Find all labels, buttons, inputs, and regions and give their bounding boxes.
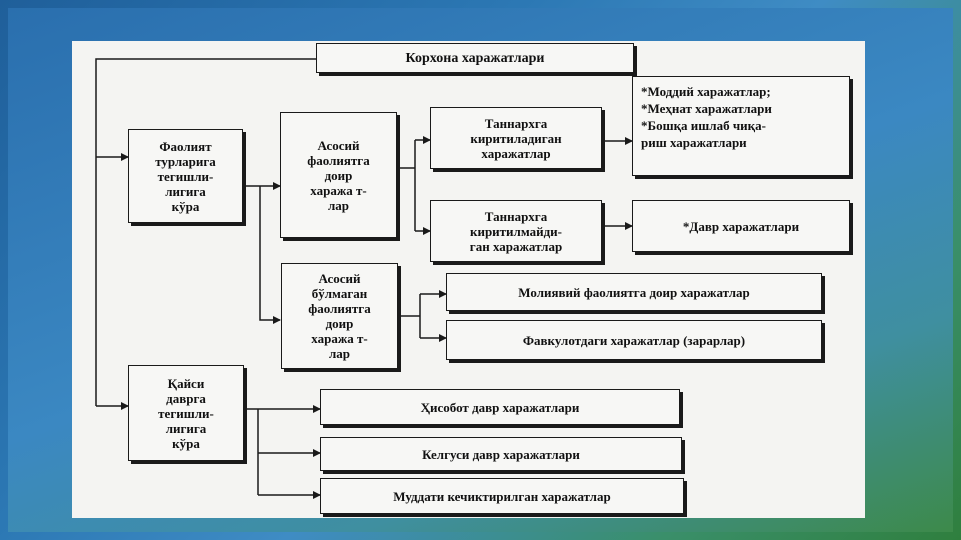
financial-activity-box: Молиявий фаолиятга доир харажатлар: [446, 273, 822, 311]
reporting-period-box: Ҳисобот давр харажатлари: [320, 389, 680, 425]
main-activity-box: Асосий фаолиятга доир хаража т- лар: [280, 112, 397, 238]
deferred-box: Муддати кечиктирилган харажатлар: [320, 478, 684, 514]
by-period-box: Қайси даврга тегишли- лигига кўра: [128, 365, 244, 461]
extraordinary-box: Фавкулотдаги харажатлар (зарарлар): [446, 320, 822, 360]
cost-items-box: *Моддий харажатлар; *Меҳнат харажатлари …: [632, 76, 850, 176]
by-activity-box: Фаолият турларига тегишли- лигига кўра: [128, 129, 243, 223]
period-expenses-box: *Давр харажатлари: [632, 200, 850, 252]
non-main-activity-box: Асосий бўлмаган фаолиятга доир хаража т-…: [281, 263, 398, 369]
title-box: Корхона харажатлари: [316, 43, 634, 73]
included-in-cost-box: Таннархга киритиладиган харажатлар: [430, 107, 602, 169]
not-included-in-cost-box: Таннархга киритилмайди- ган харажатлар: [430, 200, 602, 262]
future-period-box: Келгуси давр харажатлари: [320, 437, 682, 471]
